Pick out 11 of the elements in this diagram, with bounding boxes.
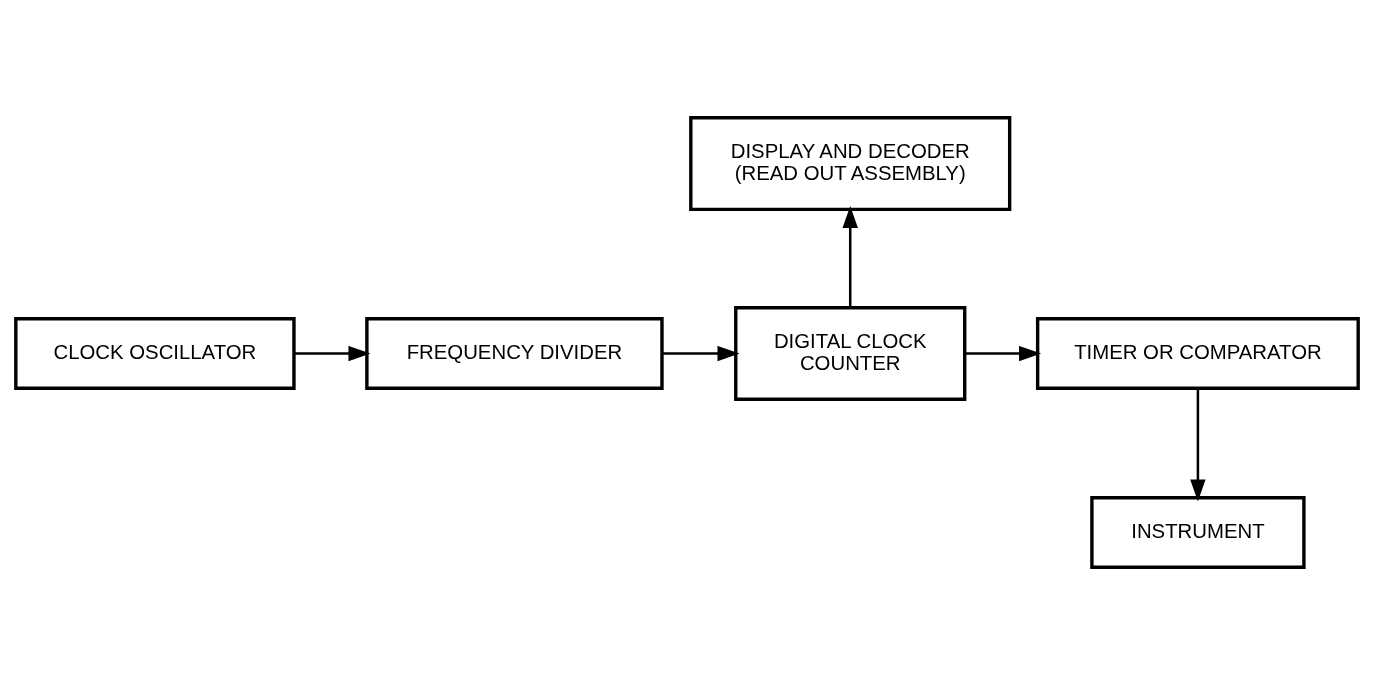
arrow <box>662 345 740 362</box>
arrow <box>1190 388 1206 502</box>
arrow <box>842 205 858 308</box>
node-box: DIGITAL CLOCK COUNTER <box>734 306 967 401</box>
node-box: DISPLAY AND DECODER (READ OUT ASSEMBLY) <box>689 116 1012 212</box>
node-box: CLOCK OSCILLATOR <box>14 317 296 390</box>
node-box: FREQUENCY DIVIDER <box>365 317 664 390</box>
arrow <box>965 345 1042 362</box>
node-box: TIMER OR COMPARATOR <box>1035 317 1360 390</box>
node-box: INSTRUMENT <box>1090 496 1306 569</box>
arrow <box>294 345 371 362</box>
